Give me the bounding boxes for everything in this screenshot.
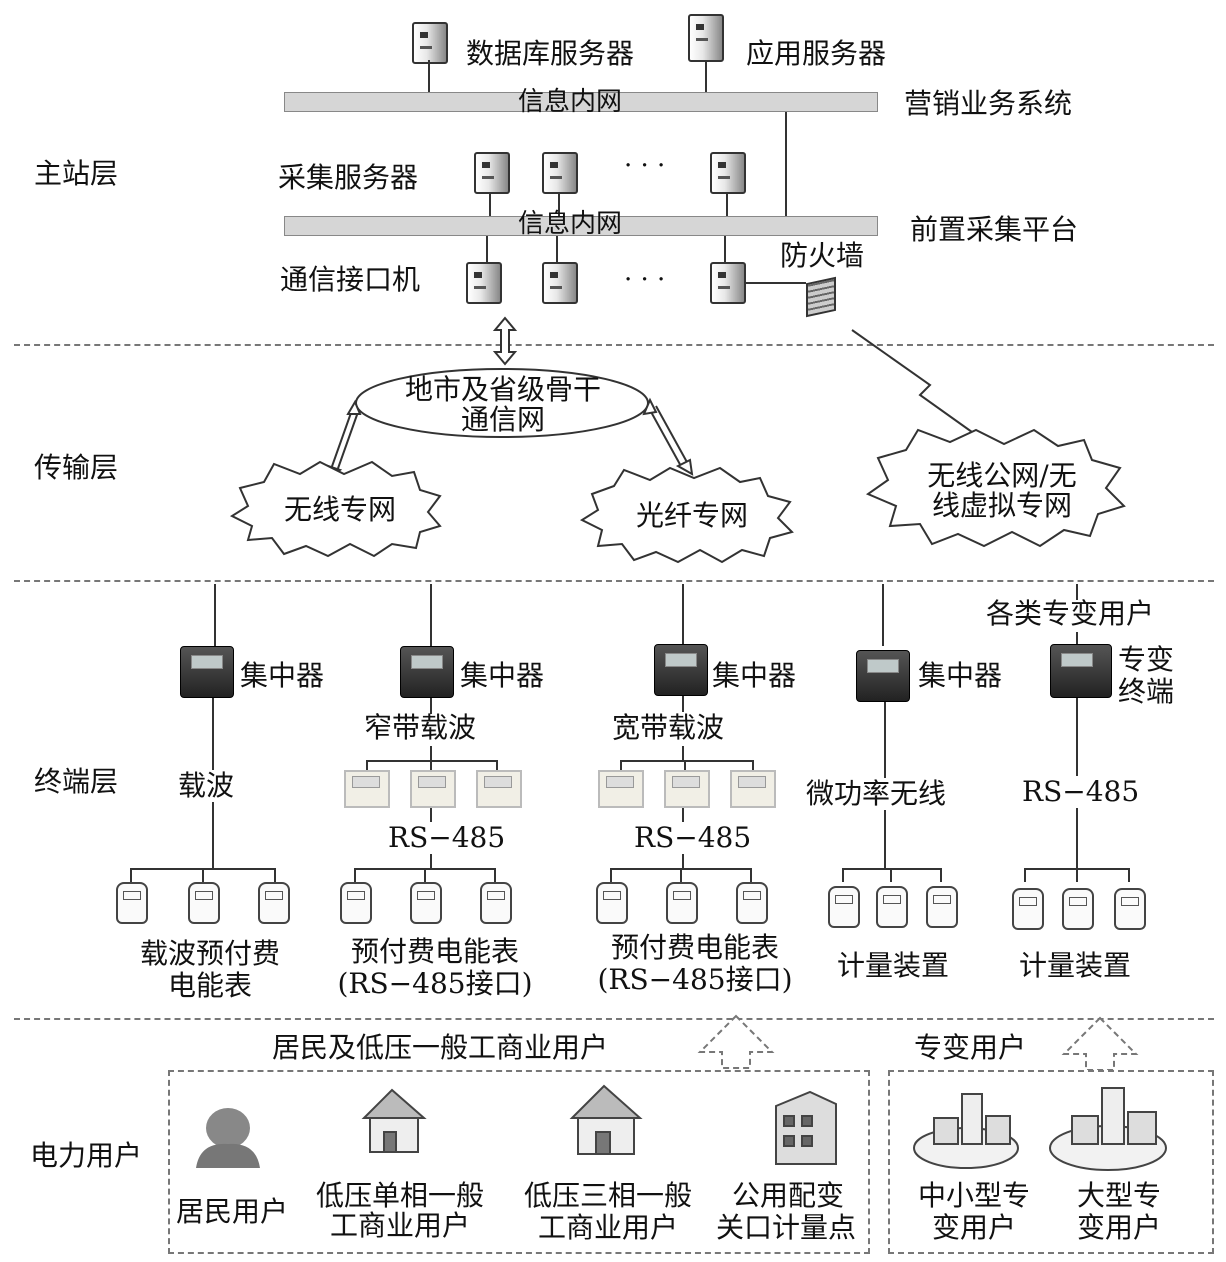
building-icon (776, 1092, 836, 1164)
lv-single-label-line2: 工商业用户 (300, 1210, 500, 1242)
house-icon (572, 1086, 640, 1154)
factory-icon (914, 1094, 1018, 1168)
large-special-label-line1: 大型专 (1054, 1180, 1184, 1212)
public-transformer-label-line2: 关口计量点 (704, 1212, 868, 1244)
lv-single-label-line1: 低压单相一般 (300, 1180, 500, 1212)
public-transformer-label-line1: 公用配变 (708, 1180, 868, 1212)
resident-person-icon (196, 1108, 260, 1168)
small-special-label-line2: 变用户 (904, 1212, 1044, 1244)
lv-three-label-line2: 工商业用户 (508, 1212, 708, 1244)
factory-icon (1050, 1088, 1166, 1170)
small-special-label-line1: 中小型专 (904, 1180, 1044, 1212)
house-icon (364, 1090, 424, 1152)
lv-three-label-line1: 低压三相一般 (508, 1180, 708, 1212)
large-special-label-line2: 变用户 (1054, 1212, 1184, 1244)
resident-label: 居民用户 (176, 1196, 288, 1228)
